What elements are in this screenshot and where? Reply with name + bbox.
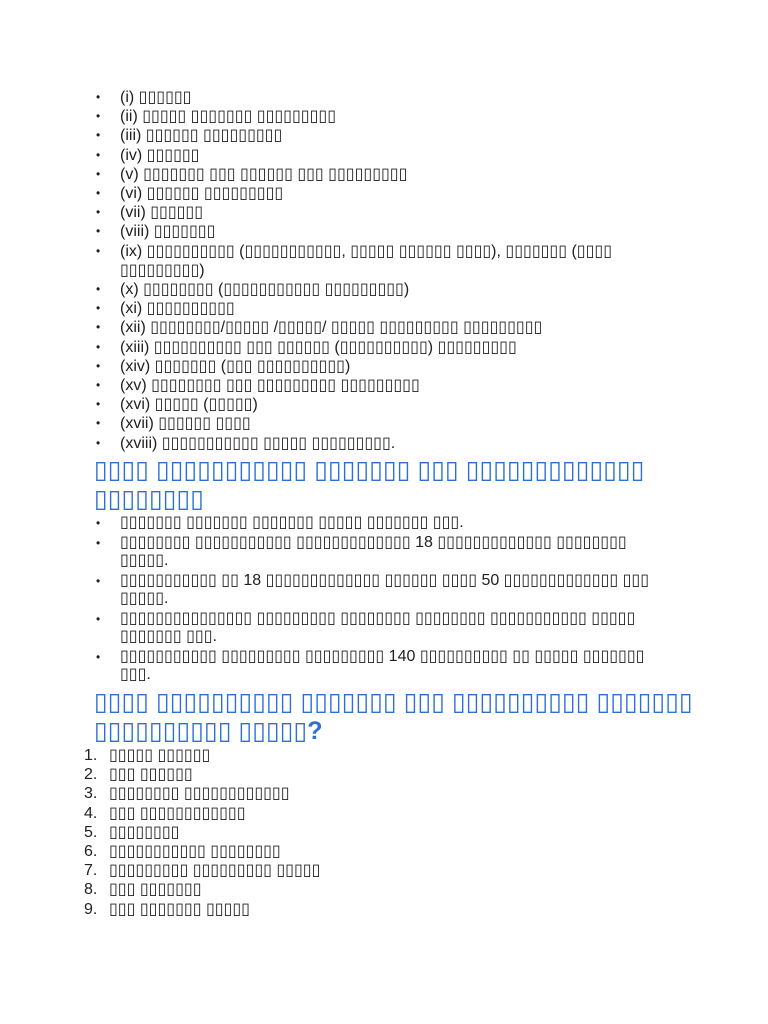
list-number: 2.: [84, 766, 98, 784]
list-item: (i) ▯▯▯▯▯▯: [96, 88, 656, 107]
list-number: 8.: [84, 881, 98, 899]
list-item-text: ▯▯▯ ▯▯▯▯▯▯▯▯▯▯▯▯: [109, 804, 246, 822]
list-item: (vii) ▯▯▯▯▯▯: [96, 203, 656, 222]
list-item: ▯▯▯▯▯▯▯▯▯▯▯ ▯▯▯▯▯▯▯▯▯ ▯▯▯▯▯▯▯▯▯ 140 ▯▯▯▯…: [96, 648, 676, 684]
section-heading-1: ▯▯▯▯ ▯▯▯▯▯▯▯▯▯▯▯ ▯▯▯▯▯▯▯ ▯▯▯ ▯▯▯▯▯▯▯▯▯▯▯…: [94, 456, 645, 513]
list-item: (iv) ▯▯▯▯▯▯: [96, 146, 656, 165]
bullet-list-top: (i) ▯▯▯▯▯▯ (ii) ▯▯▯▯▯ ▯▯▯▯▯▯▯ ▯▯▯▯▯▯▯▯▯ …: [96, 88, 656, 453]
list-number: 7.: [84, 862, 98, 880]
list-item-text: ▯▯▯ ▯▯▯▯▯▯: [109, 766, 193, 784]
list-item: (iii) ▯▯▯▯▯▯ ▯▯▯▯▯▯▯▯▯: [96, 126, 656, 145]
list-number: 3.: [84, 785, 98, 803]
list-item: (ix) ▯▯▯▯▯▯▯▯▯▯ (▯▯▯▯▯▯▯▯▯▯▯, ▯▯▯▯▯ ▯▯▯▯…: [96, 242, 656, 280]
list-item: ▯▯▯▯▯▯▯▯▯▯▯ ▯▯ 18 ▯▯▯▯▯▯▯▯▯▯▯▯▯ ▯▯▯▯▯▯ ▯…: [96, 572, 676, 608]
list-item: (x) ▯▯▯▯▯▯▯▯ (▯▯▯▯▯▯▯▯▯▯▯ ▯▯▯▯▯▯▯▯▯): [96, 280, 656, 299]
list-item: ▯▯▯▯▯▯▯▯ ▯▯▯▯▯▯▯▯▯▯▯ ▯▯▯▯▯▯▯▯▯▯▯▯▯ 18 ▯▯…: [96, 534, 676, 570]
list-item-text: ▯▯▯▯▯▯▯▯: [109, 823, 180, 841]
list-number: 9.: [84, 900, 98, 918]
list-item: 3. ▯▯▯▯▯▯▯▯ ▯▯▯▯▯▯▯▯▯▯▯▯: [84, 784, 644, 803]
list-item-text: ▯▯▯▯▯ ▯▯▯▯▯▯: [109, 747, 211, 764]
list-item-text: ▯▯▯▯▯▯▯▯▯▯▯ ▯▯▯▯▯▯▯▯: [109, 843, 281, 861]
list-item: 1. ▯▯▯▯▯ ▯▯▯▯▯▯: [84, 746, 644, 765]
list-item: (xvi) ▯▯▯▯▯ (▯▯▯▯▯): [96, 395, 656, 414]
numbered-list: 1. ▯▯▯▯▯ ▯▯▯▯▯▯ 2. ▯▯▯ ▯▯▯▯▯▯ 3. ▯▯▯▯▯▯▯▯ ▯…: [84, 746, 644, 919]
list-number: 4.: [84, 804, 98, 822]
list-item: (ii) ▯▯▯▯▯ ▯▯▯▯▯▯▯ ▯▯▯▯▯▯▯▯▯: [96, 107, 656, 126]
list-item: ▯▯▯▯▯▯▯ ▯▯▯▯▯▯▯ ▯▯▯▯▯▯▯ ▯▯▯▯▯ ▯▯▯▯▯▯▯ ▯▯…: [96, 514, 676, 532]
list-item: 6. ▯▯▯▯▯▯▯▯▯▯▯ ▯▯▯▯▯▯▯▯: [84, 842, 644, 861]
list-item: ▯▯▯▯▯▯▯▯▯▯▯▯▯▯▯ ▯▯▯▯▯▯▯▯▯ ▯▯▯▯▯▯▯▯ ▯▯▯▯▯…: [96, 610, 676, 646]
list-item: 4. ▯▯▯ ▯▯▯▯▯▯▯▯▯▯▯▯: [84, 804, 644, 823]
list-item: 7. ▯▯▯▯▯▯▯▯▯ ▯▯▯▯▯▯▯▯▯ ▯▯▯▯▯: [84, 861, 644, 880]
list-item: 9. ▯▯▯ ▯▯▯▯▯▯▯ ▯▯▯▯▯: [84, 900, 644, 919]
list-number: 5.: [84, 823, 98, 841]
list-item: (v) ▯▯▯▯▯▯▯ ▯▯▯ ▯▯▯▯▯▯ ▯▯▯ ▯▯▯▯▯▯▯▯▯: [96, 165, 656, 184]
list-item: (xvii) ▯▯▯▯▯▯ ▯▯▯▯: [96, 414, 656, 433]
list-item: (vi) ▯▯▯▯▯▯ ▯▯▯▯▯▯▯▯▯: [96, 184, 656, 203]
list-item-text: ▯▯▯▯▯▯▯▯ ▯▯▯▯▯▯▯▯▯▯▯▯: [109, 785, 290, 803]
list-item: (xiv) ▯▯▯▯▯▯▯ (▯▯▯ ▯▯▯▯▯▯▯▯▯▯): [96, 357, 656, 376]
list-number: 1.: [84, 747, 98, 764]
list-item-text: ▯▯▯▯▯▯▯▯▯ ▯▯▯▯▯▯▯▯▯ ▯▯▯▯▯: [109, 862, 321, 880]
list-item: 8. ▯▯▯ ▯▯▯▯▯▯▯: [84, 880, 644, 899]
list-number: 6.: [84, 843, 98, 861]
list-item: 5. ▯▯▯▯▯▯▯▯: [84, 823, 644, 842]
list-item: (xi) ▯▯▯▯▯▯▯▯▯▯: [96, 299, 656, 318]
section-heading-2: ▯▯▯▯ ▯▯▯▯▯▯▯▯▯▯ ▯▯▯▯▯▯▯ ▯▯▯ ▯▯▯▯▯▯▯▯▯▯ ▯…: [94, 688, 693, 745]
list-item: (xii) ▯▯▯▯▯▯▯▯/▯▯▯▯▯ /▯▯▯▯▯/ ▯▯▯▯▯ ▯▯▯▯▯…: [96, 318, 656, 337]
list-item: (xiii) ▯▯▯▯▯▯▯▯▯▯ ▯▯▯ ▯▯▯▯▯▯ (▯▯▯▯▯▯▯▯▯▯…: [96, 338, 656, 357]
list-item: (xv) ▯▯▯▯▯▯▯▯ ▯▯▯ ▯▯▯▯▯▯▯▯▯ ▯▯▯▯▯▯▯▯▯: [96, 376, 656, 395]
list-item: (viii) ▯▯▯▯▯▯▯: [96, 222, 656, 241]
list-item-text: ▯▯▯ ▯▯▯▯▯▯▯: [109, 881, 202, 899]
list-item-text: ▯▯▯ ▯▯▯▯▯▯▯ ▯▯▯▯▯: [109, 900, 250, 918]
list-item: 2. ▯▯▯ ▯▯▯▯▯▯: [84, 765, 644, 784]
list-item: (xviii) ▯▯▯▯▯▯▯▯▯▯▯ ▯▯▯▯▯ ▯▯▯▯▯▯▯▯▯.: [96, 434, 656, 453]
bullet-list-middle: ▯▯▯▯▯▯▯ ▯▯▯▯▯▯▯ ▯▯▯▯▯▯▯ ▯▯▯▯▯ ▯▯▯▯▯▯▯ ▯▯…: [96, 514, 676, 686]
